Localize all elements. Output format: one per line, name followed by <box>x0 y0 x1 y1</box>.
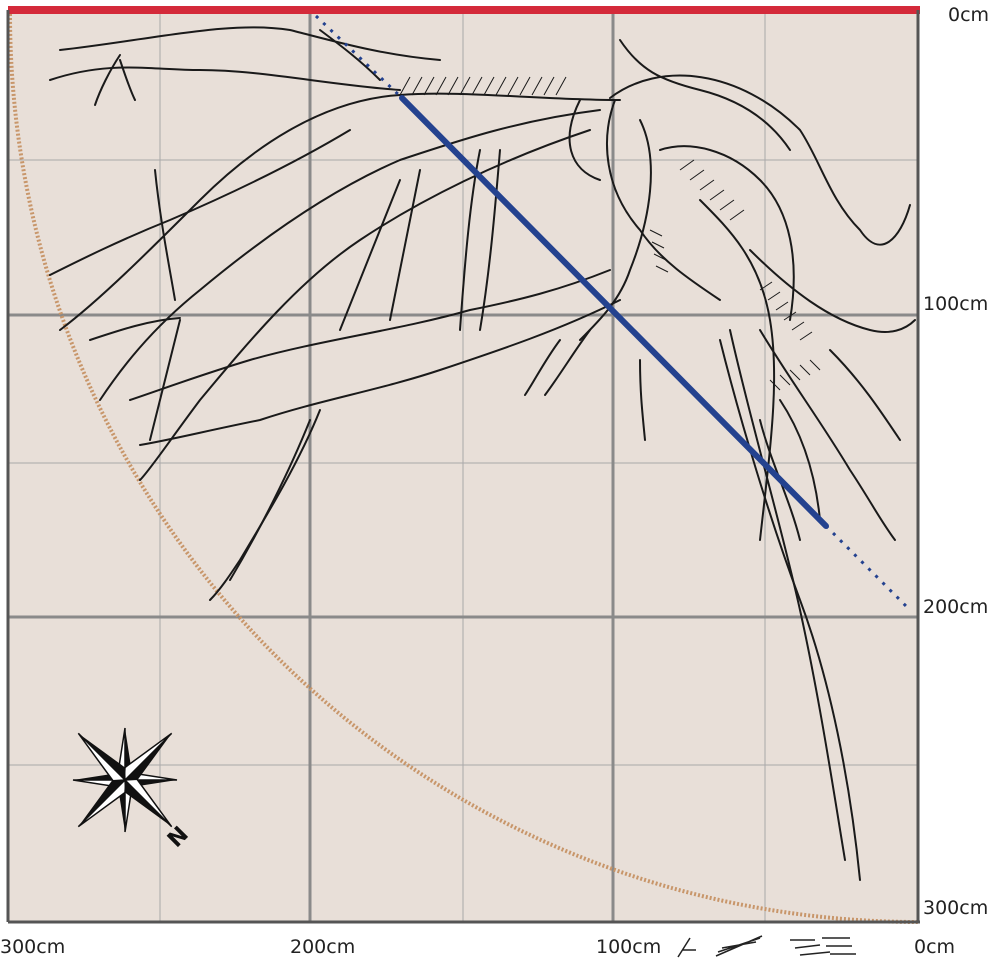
right-axis-label-200: 200cm <box>923 596 989 618</box>
root-stroke <box>389 169 421 321</box>
mark-stroke <box>715 935 763 957</box>
root-stroke <box>829 349 901 441</box>
hatch-stroke <box>759 281 813 341</box>
right-axis-label-100: 100cm <box>923 293 989 315</box>
hatch-stroke <box>769 359 821 391</box>
hatch-stroke <box>679 159 745 221</box>
root-stroke <box>659 145 795 321</box>
root-stroke <box>154 169 176 301</box>
compass-rose-icon: N <box>72 727 194 853</box>
root-stroke <box>568 99 601 181</box>
root-stroke <box>59 92 621 331</box>
root-stroke <box>619 39 791 151</box>
root-stroke <box>729 329 846 861</box>
root-stroke <box>49 129 351 276</box>
bottom-axis-label-100: 100cm <box>596 936 662 958</box>
root-stroke <box>339 179 401 331</box>
root-stroke <box>479 149 501 331</box>
root-stroke <box>119 59 136 101</box>
hatch-stroke <box>399 76 567 96</box>
bottom-axis-label-0: 0cm <box>914 936 956 958</box>
bottom-marks <box>677 935 856 958</box>
boundary-arc <box>8 13 919 924</box>
root-stroke <box>609 74 911 246</box>
root-hatching <box>399 76 821 391</box>
bottom-axis-label-300: 300cm <box>0 936 66 958</box>
compass-point-diagonal <box>77 732 127 782</box>
root-stroke <box>94 54 121 106</box>
root-stroke <box>459 149 481 331</box>
root-stroke <box>544 329 591 396</box>
root-stroke <box>639 359 646 441</box>
right-axis-label-300: 300cm <box>923 897 989 919</box>
root-stroke <box>129 269 611 401</box>
root-stroke <box>749 249 916 333</box>
section-line <box>314 14 908 608</box>
root-stroke <box>579 119 652 341</box>
root-stroke <box>606 99 721 301</box>
root-stroke <box>229 419 311 581</box>
root-stroke <box>99 109 601 401</box>
root-stroke <box>319 29 381 81</box>
bottom-axis-label-200: 200cm <box>290 936 356 958</box>
root-stroke <box>139 299 621 446</box>
right-axis-label-0: 0cm <box>948 4 990 26</box>
root-stroke <box>149 319 181 441</box>
mark-stroke <box>790 937 856 956</box>
major-grid <box>8 10 918 922</box>
root-stroke <box>779 399 821 521</box>
hatch-stroke <box>649 229 669 273</box>
section-line-solid <box>399 95 829 529</box>
root-stroke <box>524 339 561 396</box>
root-stroke <box>759 329 896 541</box>
root-stroke <box>89 317 181 341</box>
top-edge-bar <box>8 6 920 14</box>
root-stroke <box>49 66 401 91</box>
compass-point-diagonal <box>123 778 173 828</box>
mark-stroke <box>677 937 696 958</box>
root-stroke <box>719 339 861 881</box>
root-stroke <box>59 26 441 61</box>
